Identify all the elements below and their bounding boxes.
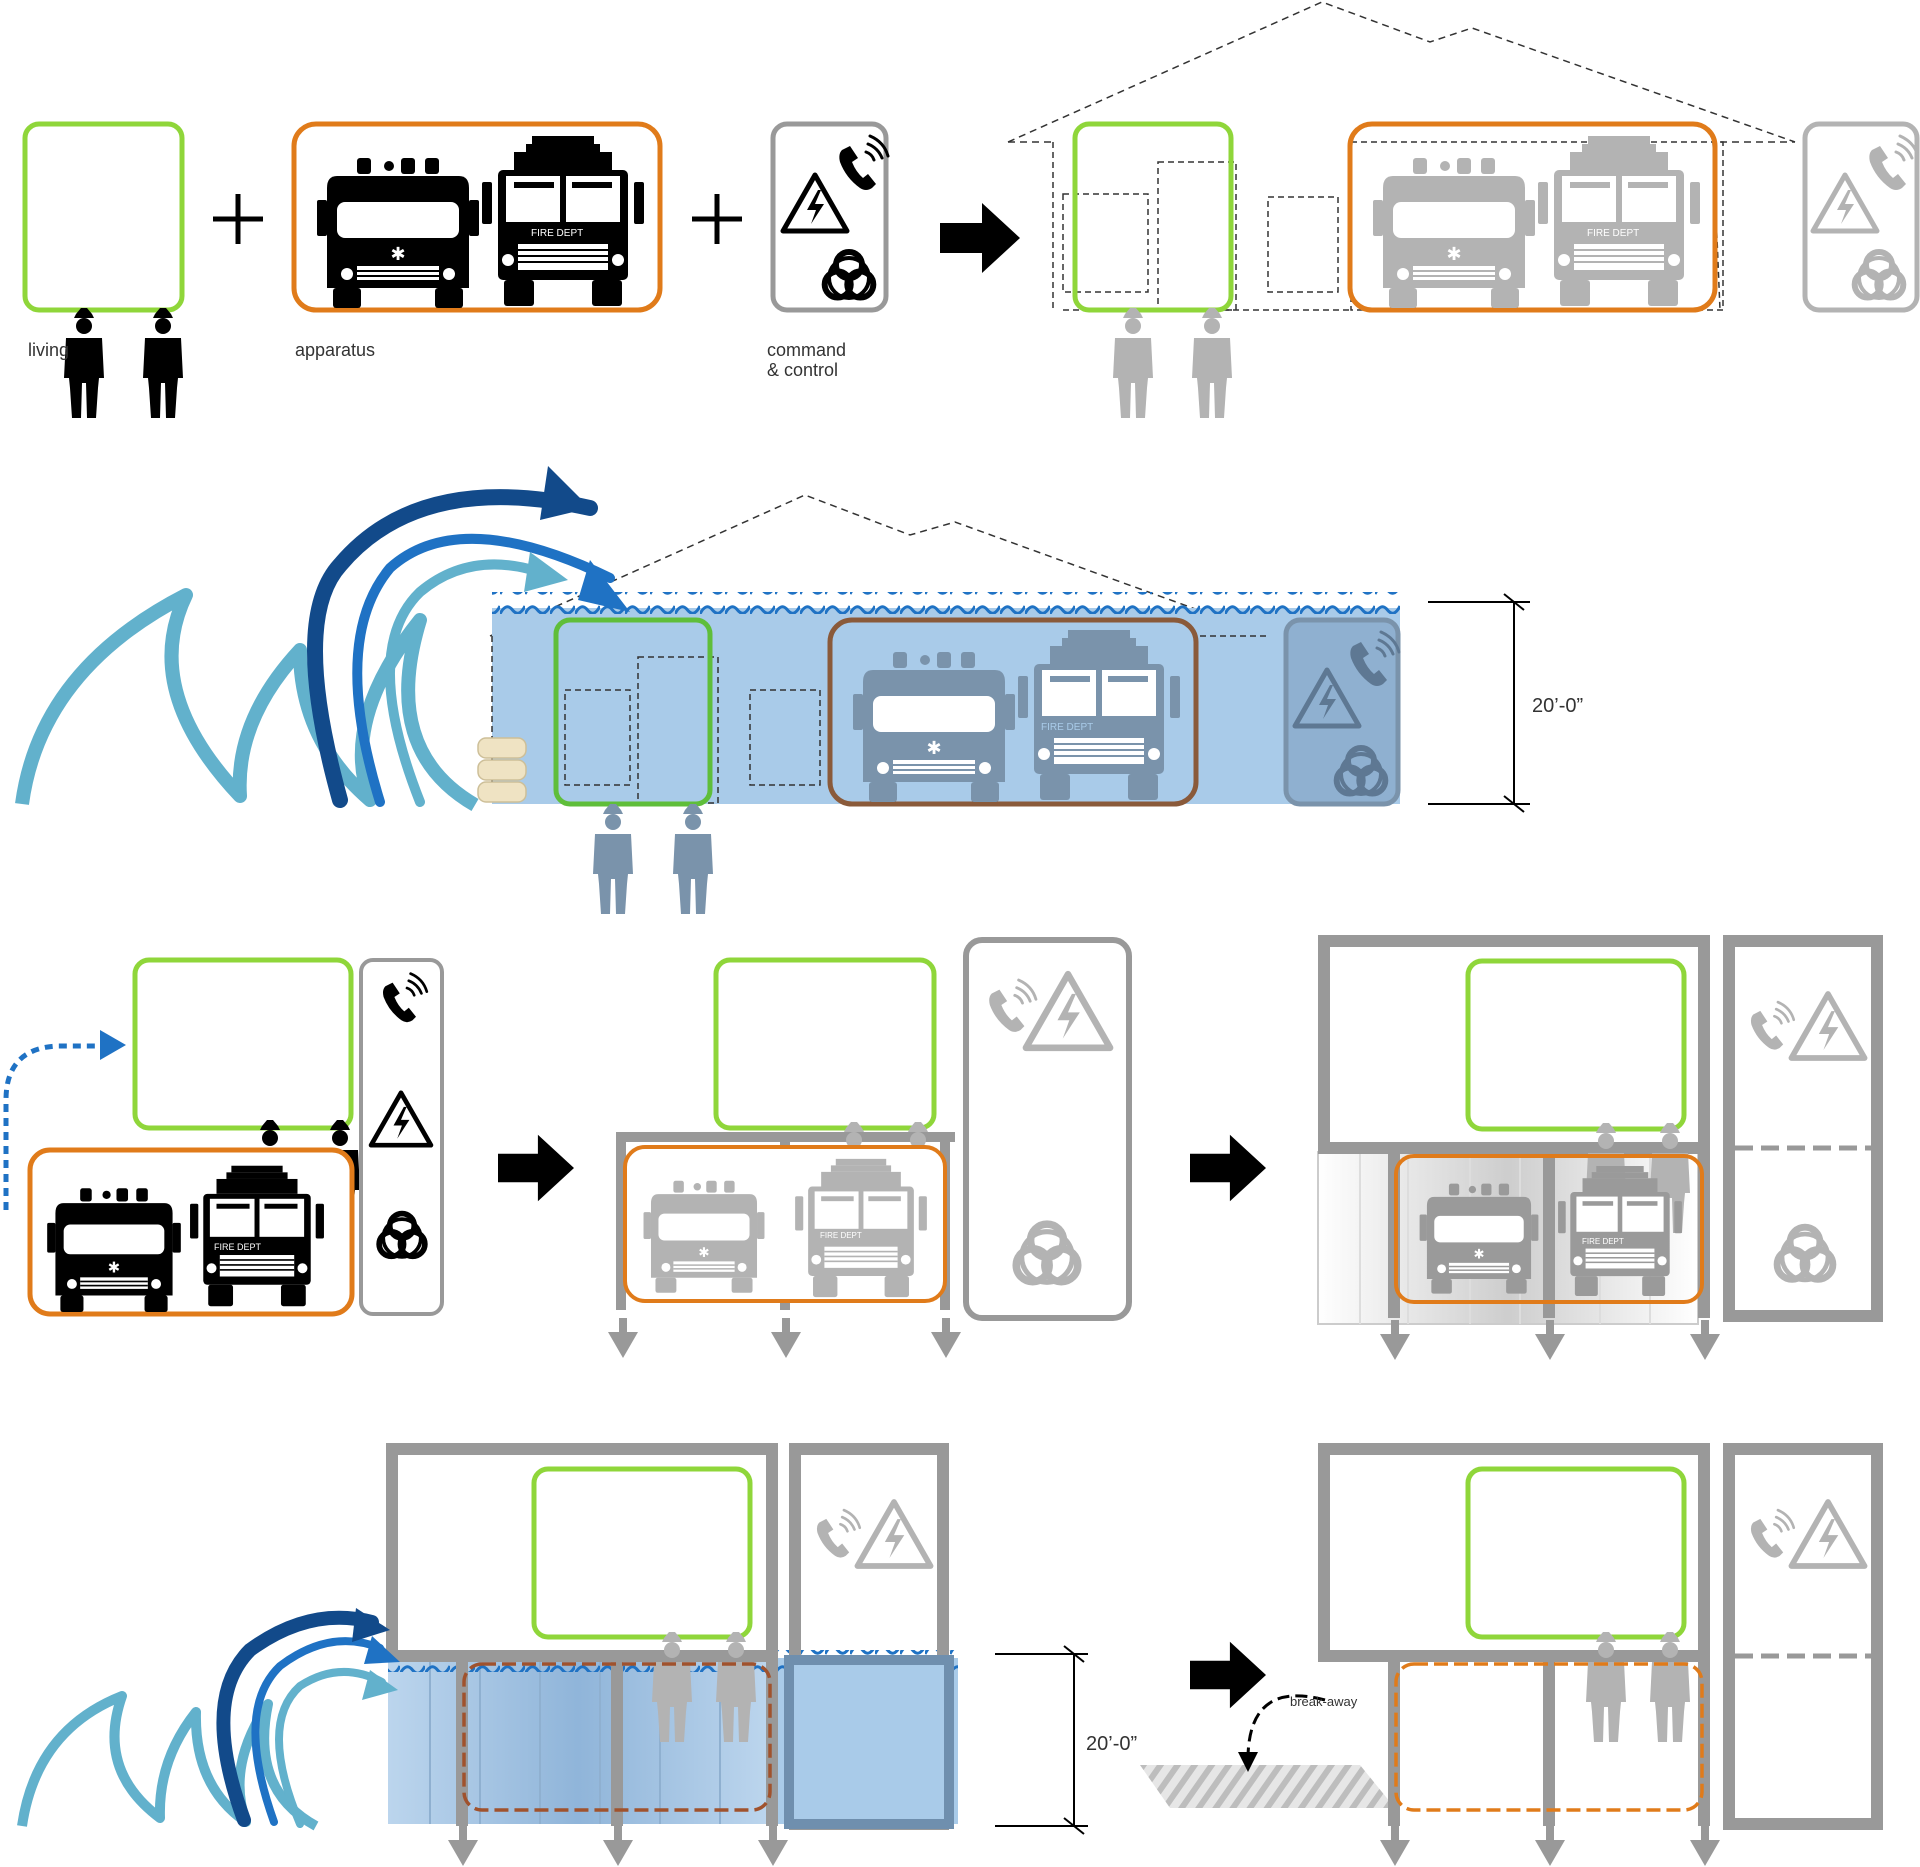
- firefighter-icon: [1586, 1632, 1626, 1742]
- firefighter-icon: [143, 308, 183, 418]
- command-box: command & control: [767, 121, 890, 380]
- structural-frame: [1318, 1443, 1883, 1830]
- break-away-label: break-away: [1290, 1694, 1358, 1709]
- phone-icon: [815, 1508, 862, 1559]
- down-arrow-icon: [1380, 1320, 1720, 1360]
- fire-dept-text: FIRE DEPT: [531, 228, 583, 239]
- firefighter-icon: [1192, 308, 1232, 418]
- fire-dept-text: FIRE DEPT: [1041, 722, 1093, 733]
- row-3-elevate-program: FIRE DEPT FIRE DEPT: [3, 935, 1883, 1360]
- water-surface-waves: [492, 592, 1400, 614]
- down-arrow-icon: [1380, 1826, 1720, 1866]
- structural-frame: [1318, 935, 1883, 1322]
- arrow-right-icon: [1190, 1641, 1266, 1709]
- arrow-right-icon: [498, 1134, 574, 1202]
- ambulance-icon: [643, 1180, 765, 1293]
- ambulance-icon: [1419, 1183, 1539, 1294]
- dimension-label: 20’-0”: [1086, 1733, 1137, 1755]
- wave-icon: [15, 466, 630, 812]
- firefighter-icon: [64, 308, 104, 418]
- dimension-line: [1428, 593, 1530, 813]
- firefighter-icon: [1113, 308, 1153, 418]
- arrow-right-icon: [940, 203, 1020, 273]
- fire-dept-text: FIRE DEPT: [1582, 1237, 1624, 1246]
- phone-icon: [1749, 1508, 1796, 1559]
- high-voltage-icon: [1791, 1502, 1864, 1566]
- arrow-right-icon: [1190, 1134, 1266, 1202]
- sandbag-icon: [477, 737, 527, 803]
- ambulance-icon: [853, 652, 1015, 802]
- command-label: command: [767, 340, 846, 360]
- row-4-flood-resistant: 20’-0” break-away: [17, 1443, 1883, 1866]
- high-voltage-icon: [1791, 994, 1864, 1058]
- roof-outline: [1007, 1, 1796, 143]
- phone-icon: [1749, 1000, 1796, 1051]
- control-label: & control: [767, 360, 838, 380]
- wave-icon: [17, 1608, 400, 1831]
- row-1-program-components: living FIRE DEPT apparatus command & con…: [22, 1, 1920, 418]
- fire-dept-text: FIRE DEPT: [820, 1231, 862, 1240]
- ambulance-icon: [317, 158, 479, 308]
- plus-icon: [213, 194, 263, 244]
- fire-dept-text: FIRE DEPT: [1587, 228, 1639, 239]
- row-2-flood-scenario: FIRE DEPT 20’-0”: [15, 466, 1583, 914]
- assembled-station: FIRE DEPT: [1007, 1, 1920, 418]
- down-arrow-icon: [608, 1318, 961, 1358]
- dimension-line: [995, 1645, 1088, 1835]
- firefighter-icon: [673, 804, 713, 914]
- roof-outline: [489, 494, 1271, 637]
- living-label: living: [28, 340, 69, 360]
- fire-dept-text: FIRE DEPT: [214, 1242, 262, 1252]
- breakaway-panel: [1140, 1765, 1395, 1808]
- high-voltage-icon: [857, 1502, 930, 1566]
- relocate-arrow: [3, 1043, 102, 1210]
- apparatus-label: apparatus: [295, 340, 375, 360]
- firefighter-icon: [1650, 1632, 1690, 1742]
- biohazard-icon: [1777, 1227, 1833, 1280]
- apparatus-box: FIRE DEPT apparatus: [291, 121, 663, 360]
- breakaway-arrow: [1246, 1694, 1326, 1757]
- arrow-right-icon: [100, 1030, 126, 1060]
- firefighter-icon: [593, 804, 633, 914]
- dimension-label: 20’-0”: [1532, 695, 1583, 717]
- living-box: living: [22, 121, 185, 418]
- fire-engine-icon: [1538, 136, 1700, 306]
- plus-icon: [692, 194, 742, 244]
- ambulance-icon: [1373, 158, 1535, 308]
- down-arrow-icon: [448, 1826, 788, 1866]
- ambulance-icon: [47, 1188, 181, 1312]
